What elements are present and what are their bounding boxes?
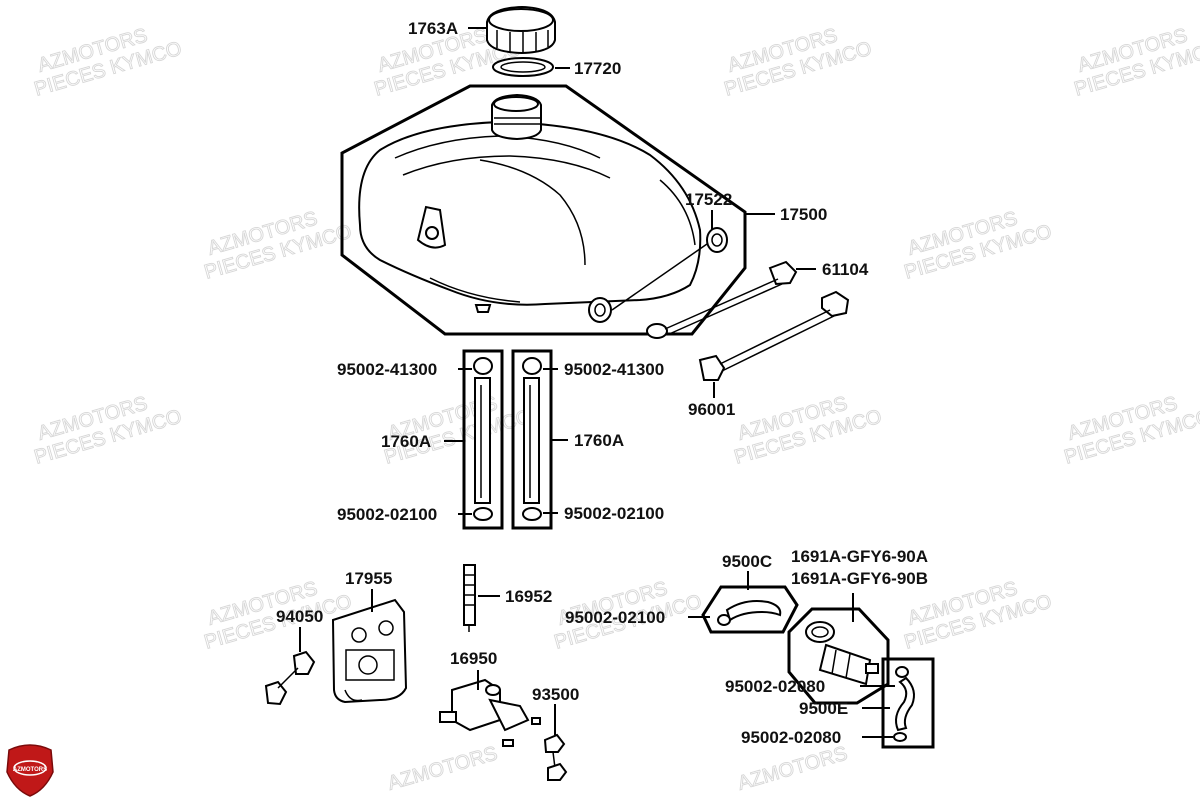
label-9500c[interactable]: 9500C	[722, 552, 772, 571]
svg-text:AZMOTORS: AZMOTORS	[735, 743, 850, 795]
label-93500[interactable]: 93500	[532, 685, 579, 704]
watermark: AZMOTORS PIECES KYMCO	[1061, 392, 1200, 469]
label-95002-02100-left[interactable]: 95002-02100	[337, 505, 437, 524]
watermark-layer: AZMOTORS PIECES KYMCO AZMOTORS PIECES KY…	[31, 24, 1200, 795]
right-fuel-hose-drawing[interactable]	[522, 357, 542, 521]
bolt-drawing[interactable]	[698, 290, 850, 381]
watermark: AZMOTORS PIECES KYMCO	[31, 24, 184, 101]
label-9500e[interactable]: 9500E	[799, 699, 848, 718]
label-95002-02100-center[interactable]: 95002-02100	[565, 608, 665, 627]
fuel-filter-frame	[787, 607, 890, 705]
watermark: AZMOTORS	[385, 742, 501, 795]
fuel-tank-drawing[interactable]	[358, 93, 702, 313]
fuel-tap-drawing[interactable]	[439, 678, 541, 747]
watermark: AZMOTORS PIECES KYMCO	[201, 577, 354, 654]
watermark: AZMOTORS PIECES KYMCO	[381, 392, 534, 469]
svg-text:AZMOTORS: AZMOTORS	[13, 767, 47, 773]
screw-drawing[interactable]	[543, 733, 568, 781]
label-94050[interactable]: 94050	[276, 607, 323, 626]
label-95002-02100-right[interactable]: 95002-02100	[564, 504, 664, 523]
watermark: AZMOTORS PIECES KYMCO	[31, 392, 184, 469]
label-95002-41300-right[interactable]: 95002-41300	[564, 360, 664, 379]
label-1763a[interactable]: 1763A	[408, 19, 458, 38]
fuel-cap-drawing[interactable]	[486, 5, 556, 55]
label-1760a-left[interactable]: 1760A	[381, 432, 431, 451]
grommet-drawing[interactable]	[588, 227, 728, 323]
label-16950[interactable]: 16950	[450, 649, 497, 668]
left-fuel-hose-drawing[interactable]	[473, 357, 493, 521]
fuel-filter-drawing[interactable]	[805, 621, 879, 686]
collar-bolt-drawing[interactable]	[646, 260, 798, 339]
label-1691a-gfy6-90b[interactable]: 1691A-GFY6-90B	[791, 569, 928, 588]
label-17955[interactable]: 17955	[345, 569, 392, 588]
label-95002-41300-left[interactable]: 95002-41300	[337, 360, 437, 379]
label-95002-02080-top[interactable]: 95002-02080	[725, 677, 825, 696]
label-61104[interactable]: 61104	[822, 260, 869, 279]
watermark: AZMOTORS PIECES KYMCO	[1071, 24, 1200, 101]
watermark: AZMOTORS PIECES KYMCO	[731, 392, 884, 469]
watermark: AZMOTORS	[735, 742, 851, 795]
label-96001[interactable]: 96001	[688, 400, 735, 419]
cap-gasket-drawing[interactable]	[492, 57, 554, 77]
label-17720[interactable]: 17720	[574, 59, 621, 78]
watermark: AZMOTORS PIECES KYMCO	[721, 24, 874, 101]
label-1760a-right[interactable]: 1760A	[574, 431, 624, 450]
hose-9500e-drawing[interactable]	[893, 666, 915, 742]
label-95002-02080-bottom[interactable]: 95002-02080	[741, 728, 841, 747]
hose-9500c-drawing[interactable]	[717, 600, 782, 626]
svg-text:AZMOTORS: AZMOTORS	[385, 743, 500, 795]
bracket-bolt-drawing[interactable]	[264, 650, 316, 706]
label-16952[interactable]: 16952	[505, 587, 552, 606]
watermark: AZMOTORS PIECES KYMCO	[901, 207, 1054, 284]
tap-bracket-drawing[interactable]	[331, 598, 408, 704]
label-17522[interactable]: 17522	[685, 190, 732, 209]
watermark: AZMOTORS PIECES KYMCO	[201, 207, 354, 284]
azmotors-logo: AZMOTORS	[6, 744, 54, 797]
left-hose-frame	[462, 349, 504, 530]
hose-9500c-frame	[701, 585, 799, 634]
hose-9500e-frame	[881, 657, 935, 749]
fuel-strainer-drawing[interactable]	[463, 564, 476, 632]
label-17500[interactable]: 17500	[780, 205, 827, 224]
label-1691a-gfy6-90a[interactable]: 1691A-GFY6-90A	[791, 547, 928, 566]
fuel-tank-group-frame	[340, 84, 747, 336]
